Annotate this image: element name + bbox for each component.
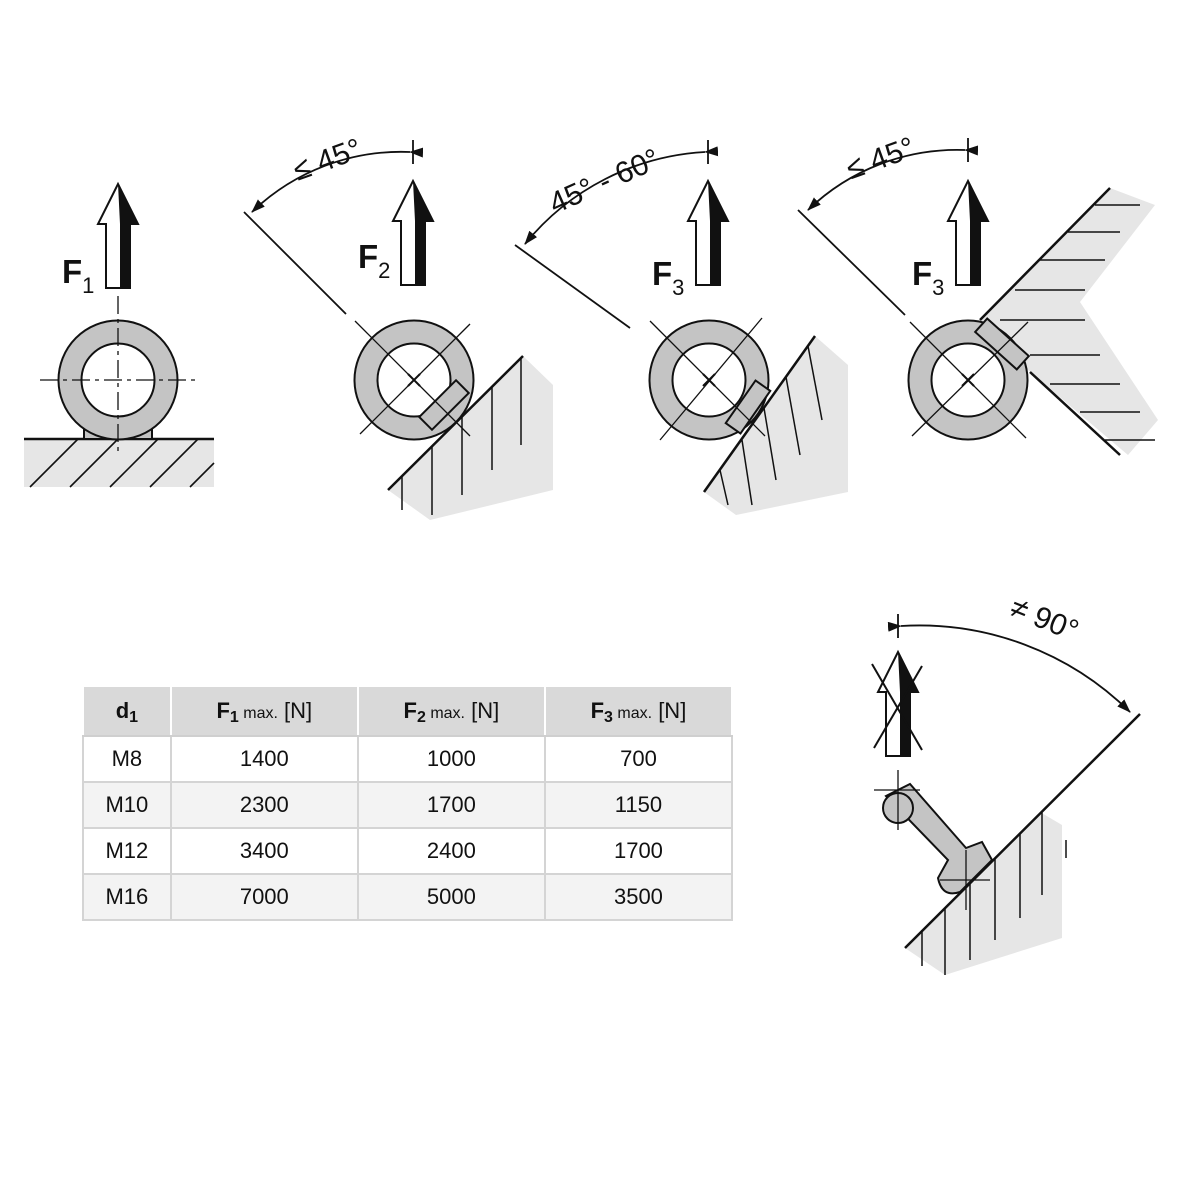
cell-f1: 7000 [169, 873, 359, 921]
table-header-row: d1 F1 max. [N] F2 max. [N] F3 max. [N] [82, 685, 734, 737]
figure-overhead-load [797, 138, 1158, 456]
angle-label-3: ≤ 45° [842, 131, 919, 186]
force-arrow-icon [392, 180, 434, 286]
force-arrow-icon [687, 180, 729, 286]
force-arrow-icon [97, 183, 139, 289]
cell-f1: 1400 [169, 735, 359, 783]
force-arrow-icon [877, 651, 919, 757]
table-row: M16 7000 5000 3500 [82, 873, 734, 921]
cell-f2: 5000 [356, 873, 546, 921]
table-row: M12 3400 2400 1700 [82, 827, 734, 875]
header-f3: F3 max. [N] [543, 685, 734, 737]
cell-f3: 3500 [543, 873, 734, 921]
cell-thread: M10 [82, 781, 172, 829]
cell-thread: M8 [82, 735, 172, 783]
header-f1: F1 max. [N] [169, 685, 359, 737]
figure-inclined-load-f3 [514, 140, 848, 515]
label-f3-second: F3 [912, 255, 944, 300]
angle-label-1: ≤ 45° [289, 132, 366, 187]
figure-side-load-not-permitted [871, 614, 1141, 975]
cell-thread: M12 [82, 827, 172, 875]
label-f1: F1 [62, 253, 94, 298]
cell-thread: M16 [82, 873, 172, 921]
header-f2: F2 max. [N] [356, 685, 546, 737]
cell-f2: 1700 [356, 781, 546, 829]
label-f2: F2 [358, 238, 390, 283]
cell-f2: 2400 [356, 827, 546, 875]
cell-f3: 1700 [543, 827, 734, 875]
angle-label-2: 45° - 60° [544, 143, 665, 221]
cell-f3: 700 [543, 735, 734, 783]
table-row: M8 1400 1000 700 [82, 735, 734, 783]
figure-inclined-load-f2 [243, 140, 553, 520]
force-arrow-icon [947, 180, 989, 286]
load-capacity-table: d1 F1 max. [N] F2 max. [N] F3 max. [N] M… [82, 685, 734, 921]
header-d1: d1 [82, 685, 172, 737]
cross-out-icon [871, 663, 923, 751]
figure-axial-load [24, 183, 215, 488]
cell-f1: 3400 [169, 827, 359, 875]
cell-f2: 1000 [356, 735, 546, 783]
angle-label-4: ≠ 90° [1006, 591, 1083, 648]
table-row: M10 2300 1700 1150 [82, 781, 734, 829]
label-f3: F3 [652, 255, 684, 300]
cell-f1: 2300 [169, 781, 359, 829]
cell-f3: 1150 [543, 781, 734, 829]
